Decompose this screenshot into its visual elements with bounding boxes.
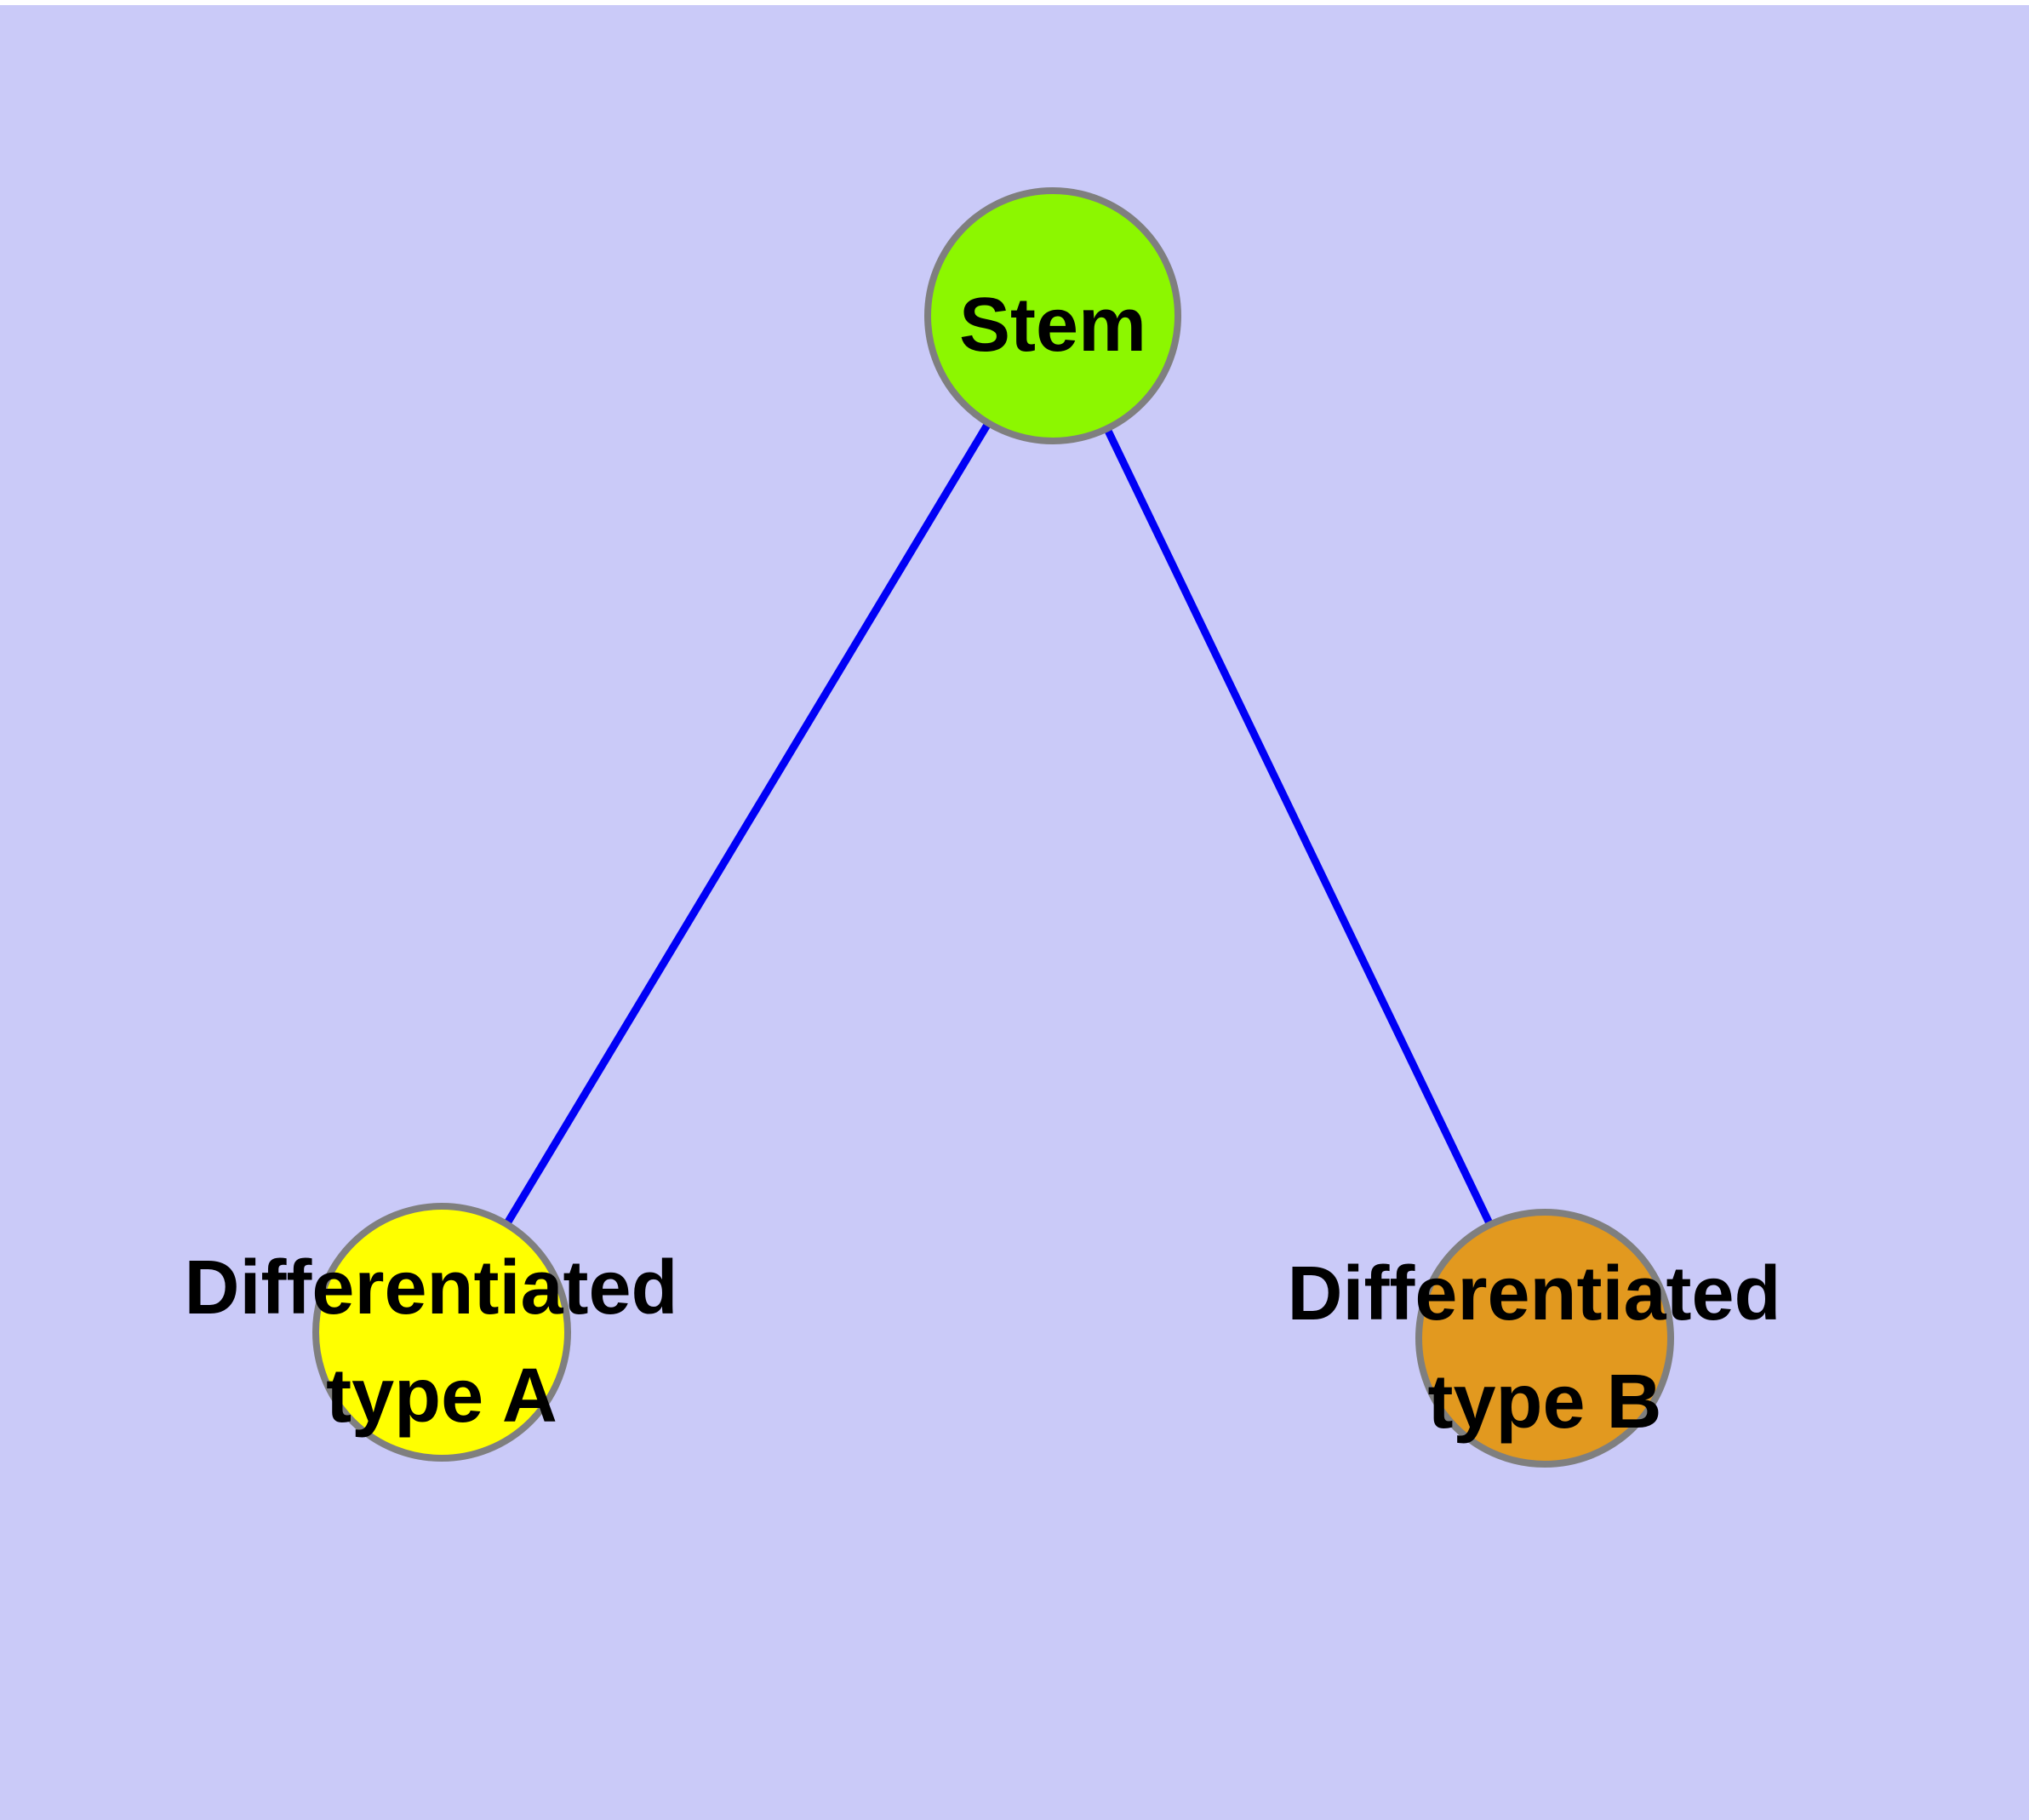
type-a-label-line-1: Differentiated — [184, 1245, 677, 1331]
type-a-node — [312, 1203, 571, 1462]
edge-stem-to-type-b — [1049, 314, 1549, 1340]
stem-node-label: Stem — [959, 283, 1146, 368]
type-b-node-label: Differentiated type B — [1287, 1251, 1802, 1445]
type-b-node — [1415, 1209, 1674, 1468]
type-b-label-line-1: Differentiated — [1287, 1251, 1780, 1336]
type-a-label-line-2: type A — [326, 1354, 557, 1439]
type-b-label-line-2: type B — [1427, 1359, 1661, 1445]
type-a-node-label: Differentiated type A — [184, 1245, 699, 1439]
top-edge-strip — [0, 0, 2029, 5]
edge-stem-to-type-a — [438, 313, 1056, 1335]
stem-node — [924, 187, 1181, 444]
